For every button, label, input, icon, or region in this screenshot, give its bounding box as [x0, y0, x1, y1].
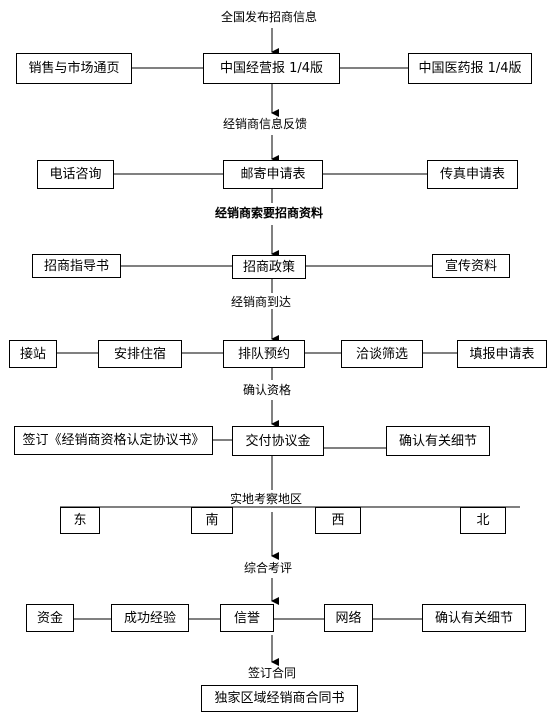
eval-box-details: 确认有关细节 — [422, 604, 526, 632]
step7-heading: 综合考评 — [243, 561, 294, 575]
step2-left-box: 电话咨询 — [37, 160, 114, 189]
region-east-box: 东 — [60, 507, 100, 534]
region-south-box: 南 — [191, 507, 233, 534]
step1-right-box: 中国医药报 1/4版 — [408, 53, 532, 84]
step4-heading: 经销商到达 — [230, 295, 293, 309]
step5-box-deposit: 交付协议金 — [232, 426, 324, 456]
region-north-box: 北 — [460, 507, 506, 534]
step3-left-box: 招商指导书 — [32, 254, 121, 278]
step1-left-box: 销售与市场通页 — [16, 53, 132, 84]
step3-right-box: 宣传资料 — [432, 254, 510, 278]
step3-center-box: 招商政策 — [232, 255, 306, 279]
eval-box-experience: 成功经验 — [111, 604, 189, 632]
step5-box-details: 确认有关细节 — [386, 426, 490, 456]
step2-heading: 经销商信息反馈 — [222, 117, 309, 131]
step1-center-box: 中国经营报 1/4版 — [203, 53, 340, 84]
step4-box-queue: 排队预约 — [223, 340, 305, 368]
step6-heading: 实地考察地区 — [229, 492, 304, 506]
final-contract-box: 独家区域经销商合同书 — [201, 685, 358, 712]
step1-heading: 全国发布招商信息 — [220, 10, 319, 24]
step4-box-application: 填报申请表 — [457, 340, 547, 368]
step2-right-box: 传真申请表 — [427, 160, 518, 189]
eval-box-funds: 资金 — [26, 604, 74, 632]
step5-heading: 确认资格 — [242, 383, 293, 397]
step8-heading: 签订合同 — [247, 666, 298, 680]
step4-box-lodging: 安排住宿 — [98, 340, 182, 368]
step5-box-agreement: 签订《经销商资格认定协议书》 — [14, 426, 213, 455]
region-west-box: 西 — [315, 507, 361, 534]
step4-box-pickup: 接站 — [9, 340, 57, 368]
step4-box-screening: 洽谈筛选 — [341, 340, 423, 368]
step2-center-box: 邮寄申请表 — [223, 160, 323, 189]
eval-box-credit: 信誉 — [220, 604, 274, 632]
step3-heading: 经销商索要招商资料 — [214, 206, 325, 220]
eval-box-network: 网络 — [324, 604, 373, 632]
